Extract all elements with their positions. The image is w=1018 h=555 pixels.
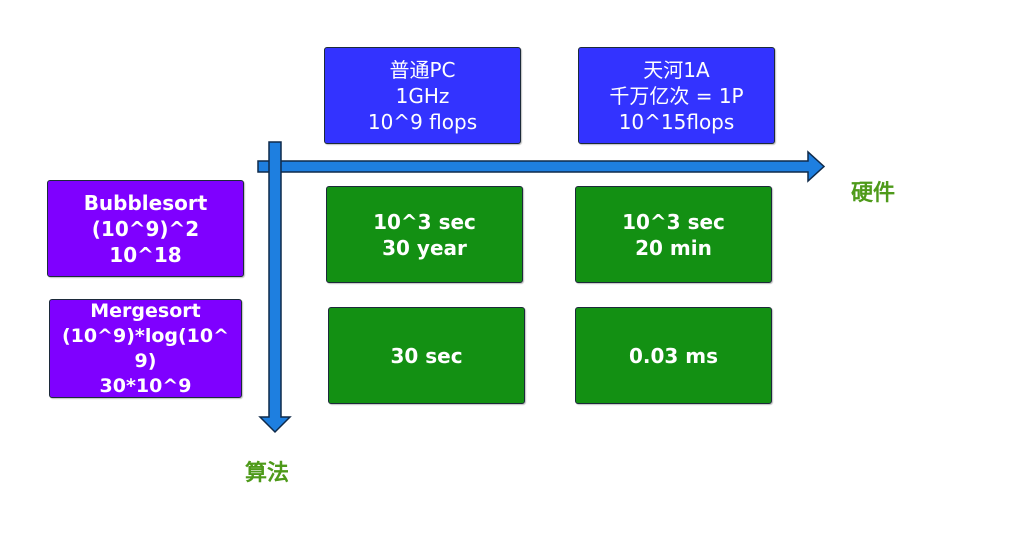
algorithm-box-mergesort: Mergesort (10^9)*log(10^ 9) 30*10^9 [49, 299, 242, 398]
hardware-box-tianhe: 天河1A 千万亿次 = 1P 10^15flops [578, 47, 775, 144]
algorithm-axis-arrow [258, 141, 292, 434]
algorithm-bubblesort-line-1: Bubblesort [83, 190, 208, 215]
result-box-bubblesort-pc: 10^3 sec 30 year [326, 186, 523, 283]
hardware-pc-line-2: 1GHz [395, 83, 450, 108]
algorithm-mergesort-line-2: (10^9)*log(10^ [61, 324, 230, 347]
result-bubblesort-pc-line-2: 30 year [382, 235, 467, 260]
hardware-tianhe-line-2: 千万亿次 = 1P [609, 83, 744, 108]
hardware-axis-arrow [257, 150, 826, 183]
algorithm-mergesort-line-1: Mergesort [90, 299, 201, 322]
result-bubblesort-tianhe-line-1: 10^3 sec [622, 209, 725, 234]
result-box-mergesort-pc: 30 sec [328, 307, 525, 404]
hardware-pc-line-1: 普通PC [389, 57, 456, 82]
algorithm-mergesort-line-4: 30*10^9 [99, 374, 192, 397]
hardware-tianhe-line-1: 天河1A [643, 57, 710, 82]
algorithm-box-bubblesort: Bubblesort (10^9)^2 10^18 [47, 180, 244, 277]
hardware-box-pc: 普通PC 1GHz 10^9 flops [324, 47, 521, 144]
algorithm-mergesort-line-3: 9) [134, 349, 157, 372]
algorithm-bubblesort-line-2: (10^9)^2 [91, 216, 200, 241]
hardware-pc-line-3: 10^9 flops [367, 109, 478, 134]
result-bubblesort-pc-line-1: 10^3 sec [373, 209, 476, 234]
algorithm-bubblesort-line-3: 10^18 [109, 242, 182, 267]
result-box-bubblesort-tianhe: 10^3 sec 20 min [575, 186, 772, 283]
hardware-tianhe-line-3: 10^15flops [618, 109, 735, 134]
result-box-mergesort-tianhe: 0.03 ms [575, 307, 772, 404]
algorithm-axis-label: 算法 [245, 461, 290, 486]
hardware-axis-label: 硬件 [851, 181, 896, 206]
result-bubblesort-tianhe-line-2: 20 min [635, 235, 712, 260]
result-mergesort-tianhe-line-1: 0.03 ms [628, 343, 719, 368]
result-mergesort-pc-line-1: 30 sec [390, 343, 463, 368]
